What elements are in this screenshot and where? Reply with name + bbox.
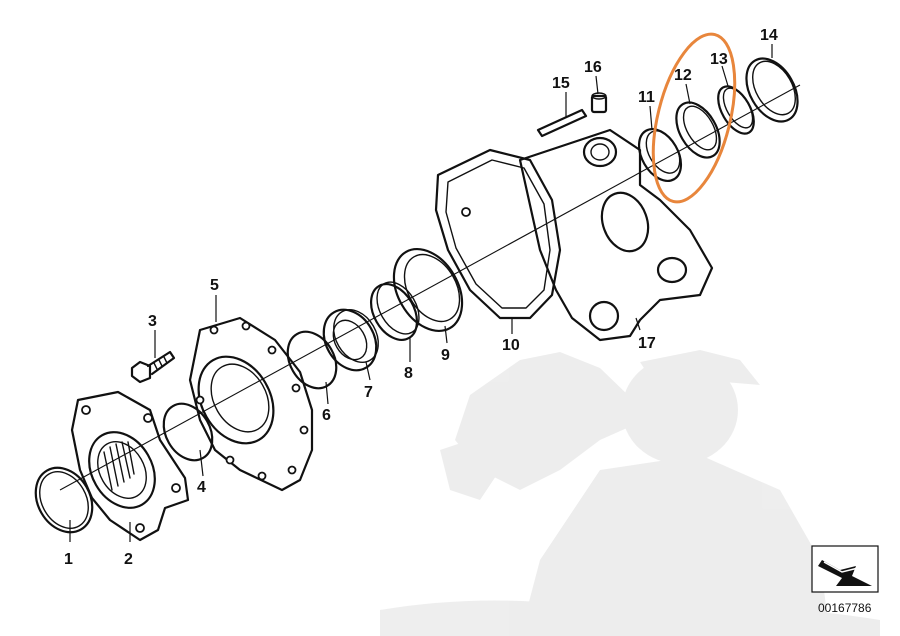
part-9-shaft-seal (392, 247, 464, 333)
part-2-output-flange (70, 390, 190, 542)
part-15-pin (536, 108, 588, 138)
drawing-number: 00167786 (818, 601, 872, 615)
part-label-13: 13 (710, 51, 728, 68)
part-label-1: 1 (64, 551, 73, 568)
part-label-4: 4 (197, 479, 206, 496)
leader-lines (69, 44, 773, 542)
part-3-bolt (130, 350, 176, 384)
part-10-gasket (434, 148, 562, 320)
part-label-3: 3 (148, 313, 157, 330)
part-5-cover-plate (188, 316, 314, 492)
part-label-2: 2 (124, 551, 133, 568)
highlight-oval (651, 32, 737, 204)
part-label-7: 7 (364, 384, 373, 401)
part-label-14: 14 (760, 27, 778, 44)
part-label-11: 11 (638, 89, 655, 106)
part-label-12: 12 (674, 67, 692, 84)
part-11-ring (637, 128, 683, 182)
part-7-bearing (322, 308, 379, 372)
part-1-circlip (34, 466, 94, 534)
part-label-16: 16 (584, 59, 602, 76)
mechanic-silhouette-icon (380, 350, 880, 636)
part-17-housing (518, 128, 714, 342)
part-4-o-ring (162, 402, 214, 462)
part-label-15: 15 (552, 75, 570, 92)
part-8-spacer-ring (369, 281, 420, 341)
part-label-10: 10 (502, 337, 520, 354)
part-16-sleeve (590, 92, 608, 114)
part-13-ring (717, 85, 755, 135)
part-labels: 1 2 3 4 5 6 7 8 9 10 11 12 13 14 15 16 1… (64, 27, 778, 568)
assembly-axis (59, 84, 801, 491)
direction-arrow-icon (811, 545, 879, 593)
part-label-6: 6 (322, 407, 331, 424)
part-12-ring (675, 101, 721, 159)
part-6-o-ring (286, 330, 338, 390)
part-label-9: 9 (441, 347, 450, 364)
part-label-17: 17 (638, 335, 656, 352)
part-label-5: 5 (210, 277, 219, 294)
part-14-shim (745, 57, 799, 123)
part-label-8: 8 (404, 365, 413, 382)
